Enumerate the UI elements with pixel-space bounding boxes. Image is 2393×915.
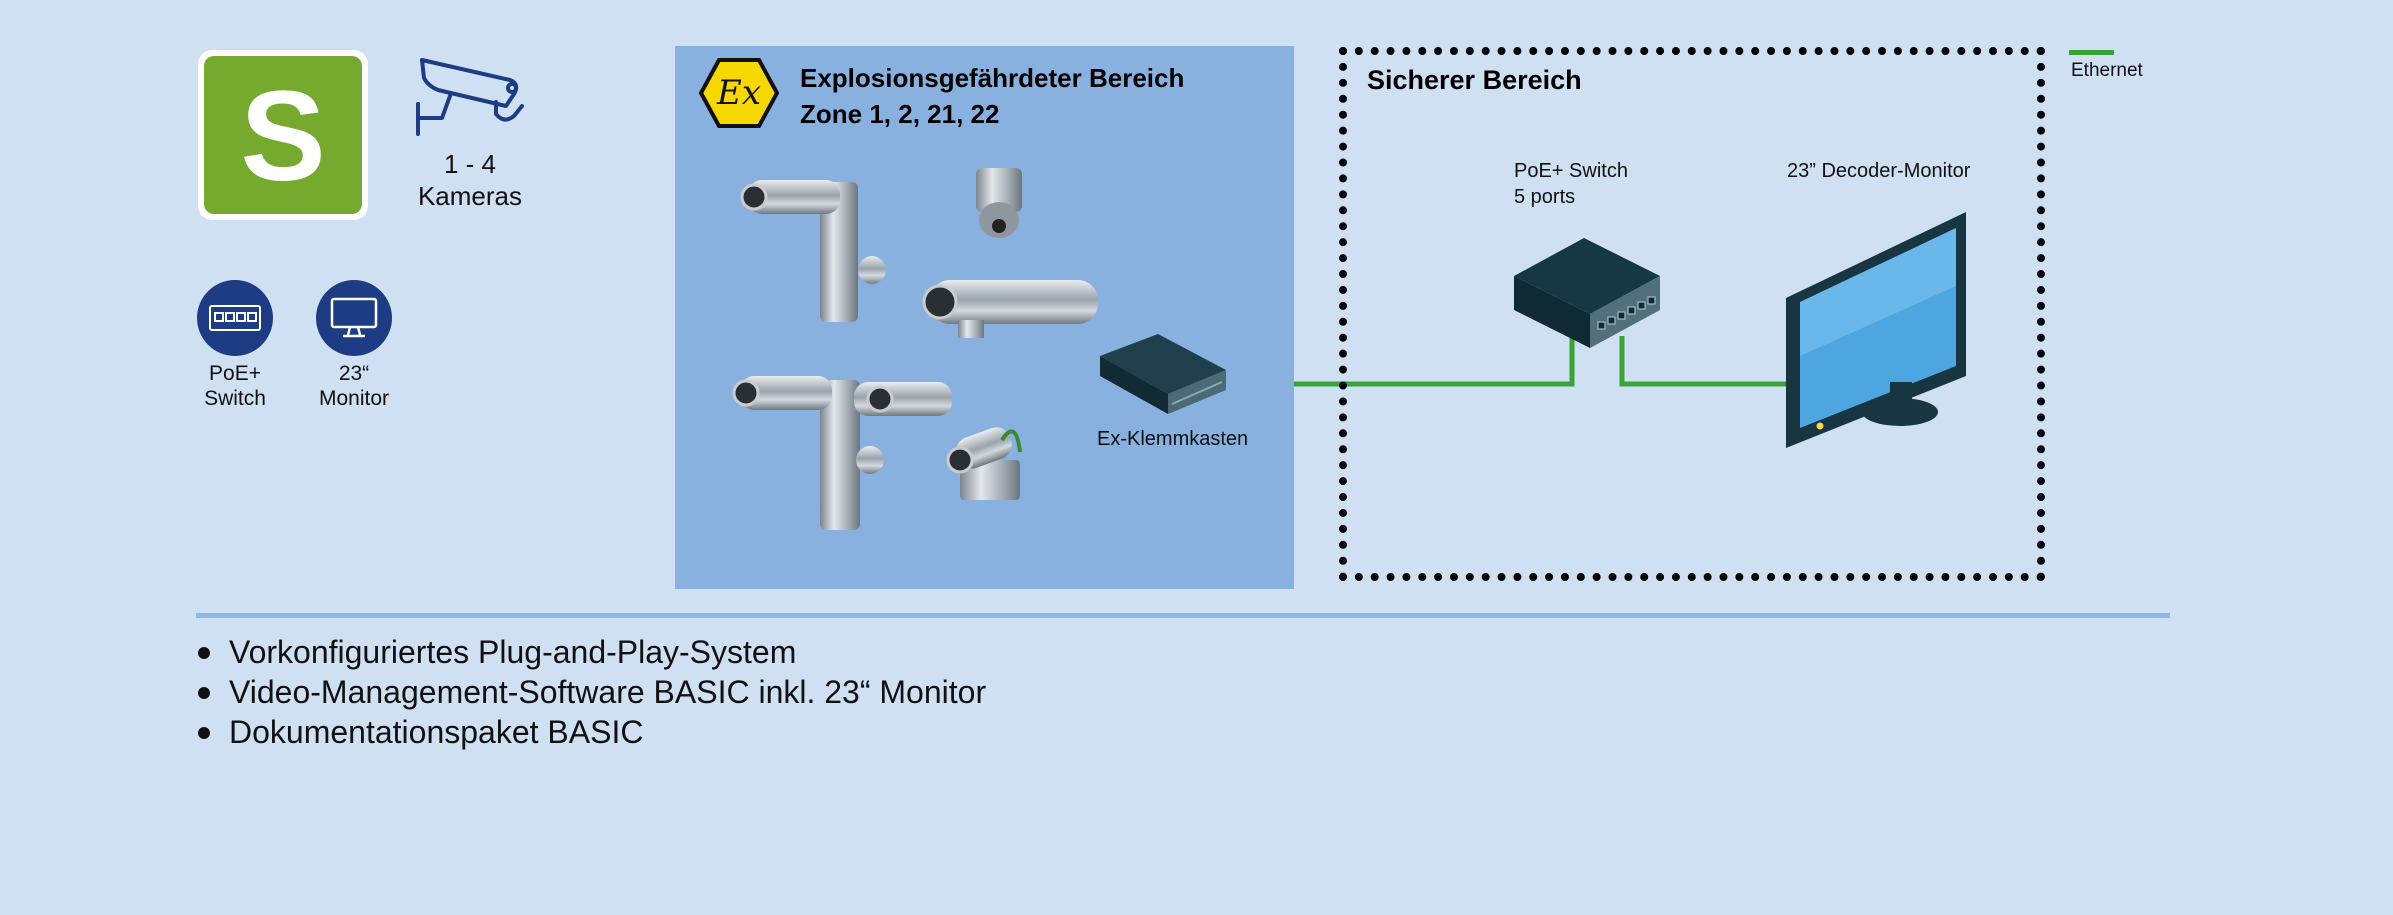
feature-item: Dokumentationspaket BASIC — [196, 712, 986, 752]
ex-zone-title-line2: Zone 1, 2, 21, 22 — [800, 99, 1000, 129]
poe-switch-label-line2: 5 ports — [1514, 186, 1576, 208]
ex-hazard-icon: Ex — [699, 58, 779, 128]
poe-switch-icon — [1514, 238, 1660, 348]
decoder-monitor-icon — [1786, 212, 1966, 448]
ex-housing-camera-icon — [922, 280, 1098, 338]
ethernet-legend-swatch — [2069, 50, 2114, 55]
ex-dome-camera-icon — [976, 168, 1022, 238]
camera-count: 1 - 4 Kameras — [405, 148, 535, 212]
switch-icon — [197, 280, 273, 356]
ex-cameras-illustration — [732, 168, 1098, 530]
switch-label-line2: Switch — [204, 387, 266, 410]
junction-box-label: Ex-Klemmkasten — [1097, 428, 1249, 450]
ethernet-line-switch-to-monitor — [1619, 336, 1795, 387]
ex-ptz-camera-icon — [740, 180, 886, 322]
monitor-component-label: 23“ Monitor — [294, 361, 414, 411]
feature-item: Vorkonfiguriertes Plug-and-Play-System — [196, 632, 986, 672]
safe-zone-boundary — [1339, 47, 2045, 581]
poe-switch-label-line1: PoE+ Switch — [1514, 160, 1628, 182]
feature-item: Video-Management-Software BASIC inkl. 23… — [196, 672, 986, 712]
safe-zone-title: Sicherer Bereich — [1367, 65, 1582, 95]
ethernet-connections — [1294, 336, 1795, 387]
switch-label-line1: PoE+ — [209, 362, 261, 385]
monitor-label-line2: Monitor — [318, 387, 390, 410]
monitor-label-line1: 23“ — [338, 362, 370, 385]
ex-junction-box-icon — [1100, 334, 1226, 414]
ex-badge-text: Ex — [716, 73, 761, 113]
feature-list: Vorkonfiguriertes Plug-and-Play-System V… — [196, 632, 986, 752]
ex-compact-camera-icon — [946, 427, 1022, 500]
package-badge: S — [198, 50, 368, 220]
camera-count-range: 1 - 4 — [443, 149, 497, 179]
section-divider — [196, 613, 2170, 618]
poe-switch-label: PoE+ Switch 5 ports — [1514, 158, 1628, 210]
ex-ptz-camera-2-icon — [732, 376, 952, 530]
ex-zone-title: Explosionsgefährdeter Bereich Zone 1, 2,… — [800, 60, 1184, 132]
ethernet-line-ex-to-switch — [1294, 336, 1575, 387]
package-letter: S — [240, 65, 326, 208]
monitor-icon — [316, 280, 392, 356]
switch-component-label: PoE+ Switch — [175, 361, 295, 411]
ethernet-legend-label: Ethernet — [2071, 60, 2143, 81]
ex-zone-title-line1: Explosionsgefährdeter Bereich — [800, 63, 1185, 93]
cctv-camera-icon — [416, 58, 524, 136]
camera-count-label: Kameras — [417, 181, 523, 211]
decoder-monitor-label: 23” Decoder-Monitor — [1787, 160, 1971, 182]
